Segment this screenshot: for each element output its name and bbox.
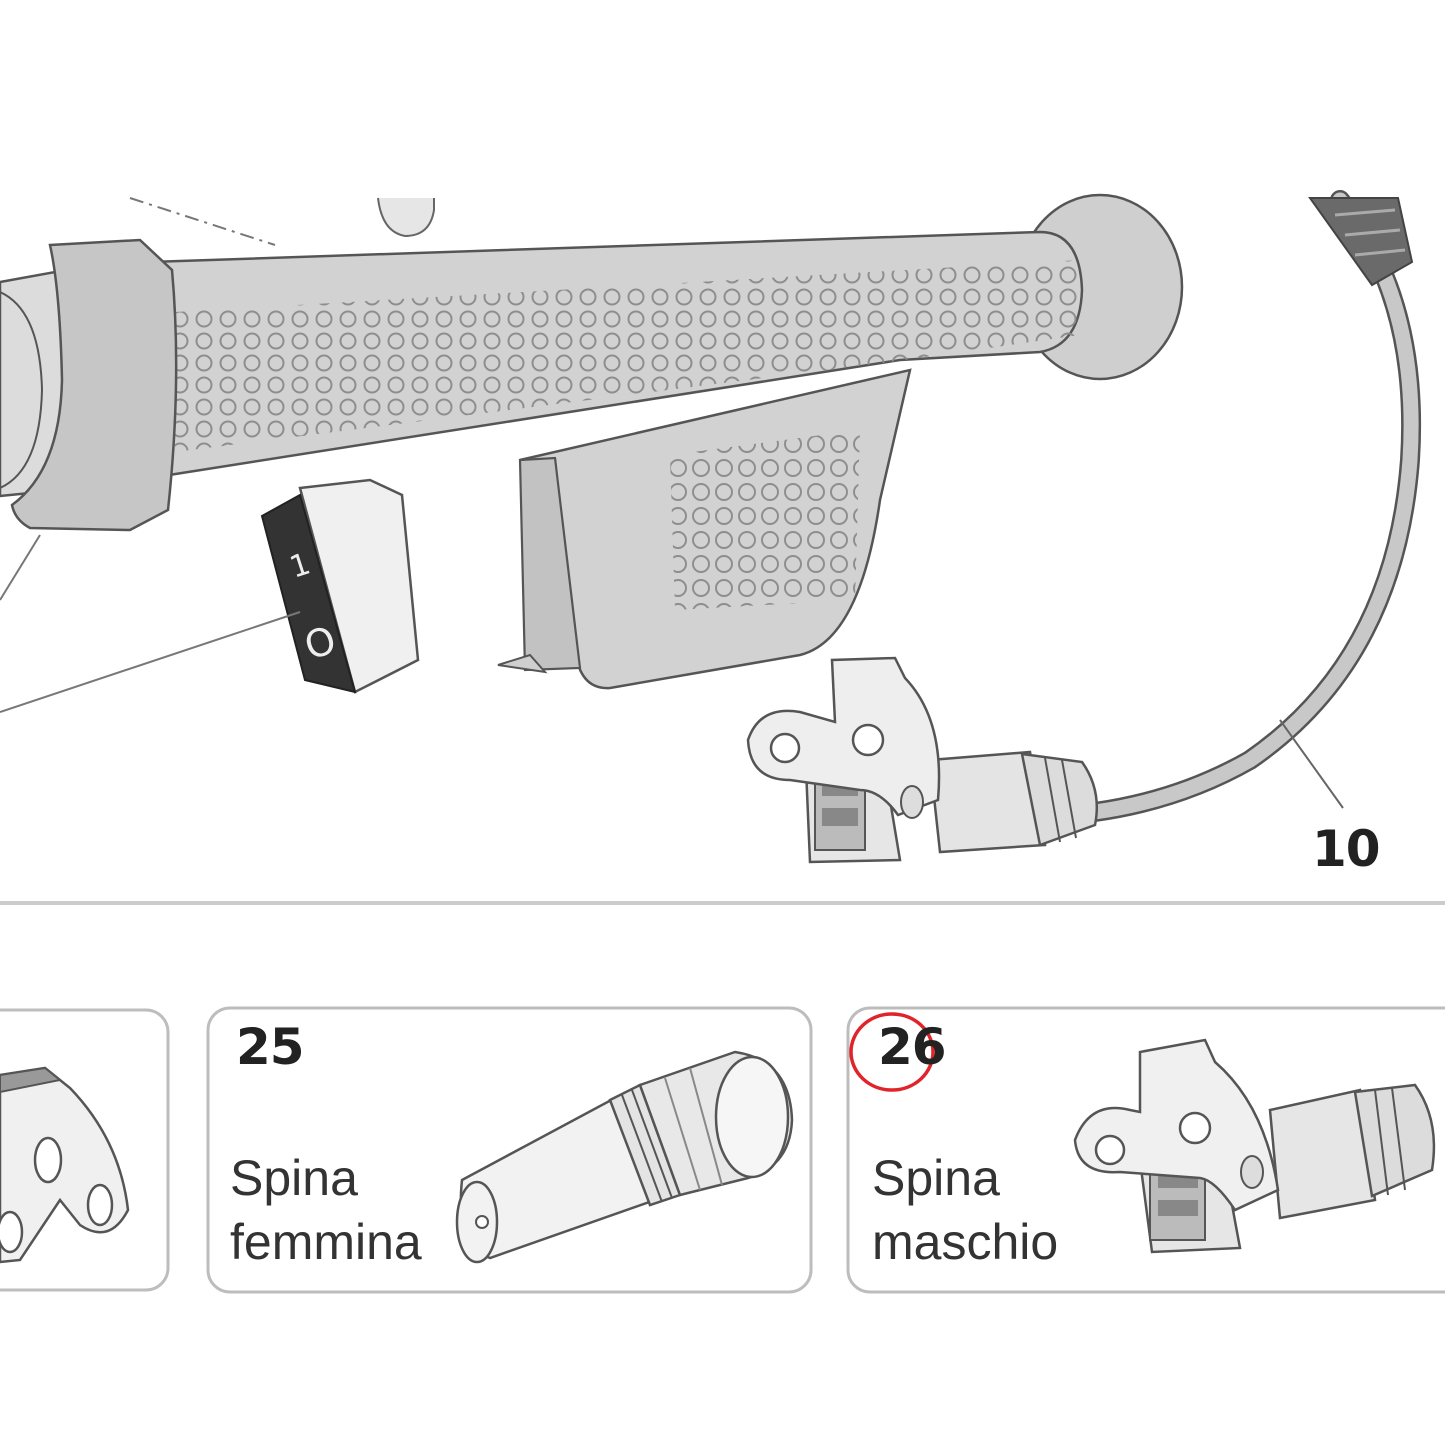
part-name-25-line2: femmina (230, 1214, 422, 1270)
part-name-26-line2: maschio (872, 1214, 1059, 1270)
handle-collar (0, 238, 178, 532)
main-view: 1 O (0, 190, 1422, 864)
part-name-26-line1: Spina (872, 1150, 1000, 1206)
main-male-plug (746, 656, 1099, 864)
part-name-26: Spina maschio (872, 1146, 1058, 1274)
callout-number-10: 10 (1312, 820, 1381, 878)
power-cable (1085, 190, 1422, 822)
handle-grip (148, 230, 1084, 480)
trigger-housing (497, 368, 912, 690)
part-panel-26 (846, 1006, 1445, 1294)
female-plug-illustration (455, 1050, 794, 1264)
part-number-25: 25 (236, 1018, 305, 1076)
part-panel-partial (0, 1008, 170, 1292)
male-plug-illustration (1073, 1038, 1436, 1254)
part-number-26: 26 (878, 1018, 947, 1076)
part-name-25: Spina femmina (230, 1146, 422, 1274)
part-panel-25 (206, 1006, 813, 1294)
rocker-switch: 1 O (260, 478, 420, 694)
highlight-circle (849, 1012, 935, 1092)
part-name-25-line1: Spina (230, 1150, 358, 1206)
